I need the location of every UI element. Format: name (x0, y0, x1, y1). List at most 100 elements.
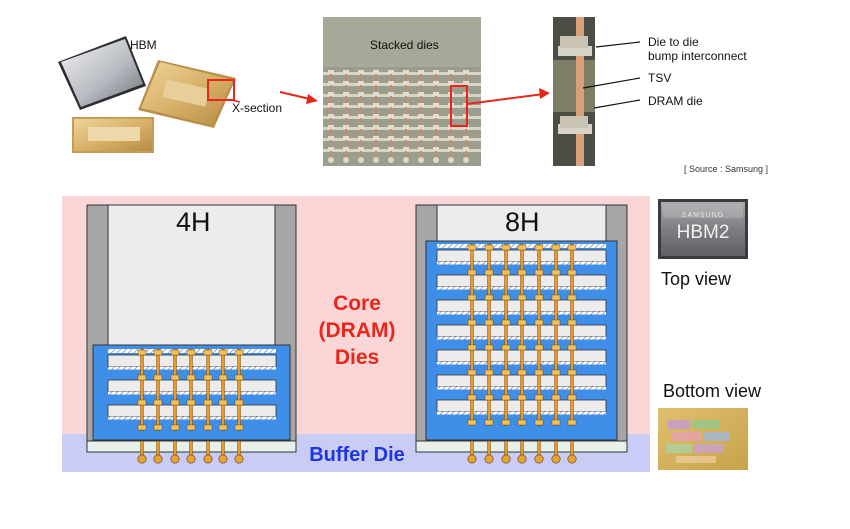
solder-ball (534, 454, 544, 464)
micrograph-bump (433, 70, 439, 74)
micro-bump (170, 374, 180, 381)
micro-bump (517, 344, 527, 351)
micrograph-ball (433, 157, 439, 163)
leader-die-to-die (595, 41, 641, 48)
micrograph-bump (328, 125, 334, 129)
micrograph-ball (373, 157, 379, 163)
core-dram-dies-label: Core (DRAM) Dies (298, 290, 416, 371)
micro-bump (153, 399, 163, 406)
micrograph-bump (418, 147, 424, 151)
micrograph-bump (388, 103, 394, 107)
micrograph-bump (403, 92, 409, 96)
micro-bump (153, 374, 163, 381)
micrograph-ball (388, 157, 394, 163)
micrograph-bump (463, 70, 469, 74)
tsv (504, 243, 508, 426)
micro-bump (218, 374, 228, 381)
micrograph-bump (448, 81, 454, 85)
solder-ball (501, 454, 511, 464)
xsection-label: X-section (232, 101, 283, 115)
micrograph-bump (358, 70, 364, 74)
micrograph-bump (373, 147, 379, 151)
chip-model-text: HBM2 (676, 222, 730, 243)
micrograph-ball (418, 157, 424, 163)
tsv (173, 348, 177, 431)
micrograph-bump (373, 70, 379, 74)
stack-8h-label: 8H (505, 207, 540, 237)
micro-bump (534, 319, 544, 326)
micro-bump (517, 394, 527, 401)
stacked-dies-label: Stacked dies (370, 38, 439, 52)
micrograph-bump (343, 103, 349, 107)
tsv (520, 243, 524, 426)
micro-bump (467, 269, 477, 276)
core-line3: Dies (334, 346, 380, 369)
micrograph-bump (343, 114, 349, 118)
chip-bottom-view-photo (658, 408, 748, 470)
micro-bump (137, 399, 147, 406)
micrograph-die-line (323, 94, 481, 97)
hbm-label: HBM (130, 38, 157, 52)
micro-bump (137, 349, 147, 356)
micrograph-die-line (323, 116, 481, 119)
solder-ball (218, 454, 228, 464)
micro-bump (534, 269, 544, 276)
micro-bump (551, 419, 561, 426)
micro-bump (153, 349, 163, 356)
micro-bump (484, 244, 494, 251)
micrograph-bump (463, 147, 469, 151)
micrograph-bump (358, 92, 364, 96)
chip-brand-text: SAMSUNG (681, 212, 725, 219)
micro-bump (567, 294, 577, 301)
micrograph-bump (328, 81, 334, 85)
micro-bump (218, 349, 228, 356)
micro-bump (234, 374, 244, 381)
stacked-dies-marker (450, 85, 468, 127)
solder-ball (467, 454, 477, 464)
micro-bump (484, 394, 494, 401)
tsv (487, 243, 491, 426)
micro-bump (501, 244, 511, 251)
tsv-buffer (537, 440, 541, 456)
micrograph-bump (403, 81, 409, 85)
micrograph-bump (343, 81, 349, 85)
micrograph-bump (343, 147, 349, 151)
micrograph-bump (373, 81, 379, 85)
micro-bump (534, 394, 544, 401)
tsv (156, 348, 160, 431)
micro-bump (234, 349, 244, 356)
micrograph-ball (343, 157, 349, 163)
micro-bump (467, 294, 477, 301)
micro-bump (203, 424, 213, 431)
micro-bump (534, 419, 544, 426)
micrograph-bump (373, 103, 379, 107)
micro-bump (153, 424, 163, 431)
micrograph-bump (433, 147, 439, 151)
solder-ball (484, 454, 494, 464)
micrograph-bump (358, 147, 364, 151)
tsv (537, 243, 541, 426)
micrograph-bump (388, 114, 394, 118)
micrograph-bump (388, 92, 394, 96)
micrograph-bump (358, 81, 364, 85)
micrograph-bump (388, 147, 394, 151)
micro-bump (203, 349, 213, 356)
micro-bump (234, 424, 244, 431)
micrograph-bump (343, 70, 349, 74)
micro-bump (467, 419, 477, 426)
stacked-dies-photo (323, 17, 481, 166)
tsv (570, 243, 574, 426)
stack-4h-label: 4H (176, 207, 211, 237)
micrograph-bump (448, 70, 454, 74)
micrograph-bump (328, 70, 334, 74)
tsv-buffer (189, 440, 193, 456)
micrograph-bump (403, 103, 409, 107)
micro-bump (567, 319, 577, 326)
micrograph-bump (388, 81, 394, 85)
top-view-label: Top view (661, 269, 732, 289)
micrograph-die-line (323, 138, 481, 141)
micrograph-bump (418, 92, 424, 96)
hbm-package-gray (58, 36, 146, 110)
micro-bump (517, 294, 527, 301)
